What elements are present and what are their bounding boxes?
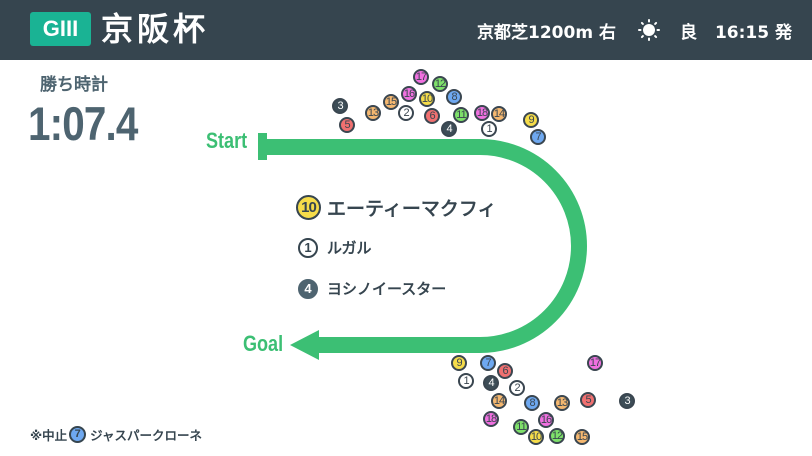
result-third: 4 ヨシノイースター	[298, 278, 446, 299]
horse-marker: 8	[524, 395, 540, 411]
horse-name: ヨシノイースター	[327, 280, 447, 298]
horse-marker: 17	[587, 355, 603, 371]
horse-marker: 1	[481, 121, 497, 137]
track-path	[262, 139, 587, 353]
horse-marker: 18	[474, 105, 490, 121]
horse-marker: 3	[332, 98, 348, 114]
result-first: 10 エーティーマクフィ	[296, 194, 496, 221]
horse-marker: 7	[530, 129, 546, 145]
horse-marker: 1	[458, 373, 474, 389]
horse-marker: 16	[538, 412, 554, 428]
horse-marker: 6	[424, 108, 440, 124]
scratched-prefix: ※中止	[30, 428, 68, 443]
horse-marker: 6	[497, 363, 513, 379]
horse-name: エーティーマクフィ	[327, 198, 497, 220]
horse-marker: 9	[451, 355, 467, 371]
going-condition: 良	[679, 22, 697, 43]
horse-marker: 10	[528, 429, 544, 445]
horse-marker: 14	[491, 106, 507, 122]
horse-marker: 13	[554, 395, 570, 411]
start-time: 16:15 発	[714, 22, 792, 43]
scratched-note: ※中止 7 ジャスパークローネ	[30, 425, 202, 444]
horse-marker: 17	[413, 69, 429, 85]
horse-marker: 7	[480, 355, 496, 371]
horse-marker: 12	[549, 428, 565, 444]
horse-number-badge: 7	[69, 426, 87, 443]
horse-marker: 18	[483, 411, 499, 427]
horse-marker: 12	[432, 76, 448, 92]
horse-marker: 15	[574, 429, 590, 445]
horse-marker: 3	[619, 393, 635, 409]
horse-number-badge: 1	[298, 237, 318, 258]
horse-marker: 8	[446, 89, 462, 105]
grade-badge: GIII	[30, 12, 91, 46]
race-info: 京都芝1200m 右 良 16:15 発	[477, 0, 792, 60]
horse-marker: 5	[339, 117, 355, 133]
sun-icon	[637, 19, 660, 41]
horse-marker: 5	[580, 392, 596, 408]
horse-marker: 14	[491, 393, 507, 409]
horse-marker: 10	[419, 91, 435, 107]
horse-marker: 11	[513, 419, 529, 435]
horse-number-badge: 10	[296, 195, 321, 220]
goal-arrow-icon	[290, 330, 319, 360]
result-second: 1 ルガル	[298, 237, 372, 258]
winning-time-value: 1:07.4	[28, 97, 138, 150]
horse-marker: 9	[523, 112, 539, 128]
horse-marker: 4	[441, 121, 457, 137]
horse-marker: 2	[509, 380, 525, 396]
horse-marker: 15	[383, 94, 399, 110]
horse-marker: 4	[483, 375, 499, 391]
goal-label: Goal	[243, 331, 284, 356]
horse-name: ルガル	[327, 239, 372, 257]
horse-name: ジャスパークローネ	[90, 428, 203, 443]
winning-time-label: 勝ち時計	[40, 75, 108, 95]
start-label: Start	[206, 128, 248, 153]
course-info: 京都芝1200m 右	[477, 22, 616, 43]
horse-marker: 16	[401, 86, 417, 102]
horse-marker: 13	[365, 105, 381, 121]
race-name: 京阪杯	[101, 10, 210, 48]
header-bar: GIII 京阪杯 京都芝1200m 右 良 16:15 発	[0, 0, 812, 60]
horse-marker: 11	[453, 107, 469, 123]
horse-marker: 2	[398, 105, 414, 121]
horse-number-badge: 4	[298, 278, 318, 299]
